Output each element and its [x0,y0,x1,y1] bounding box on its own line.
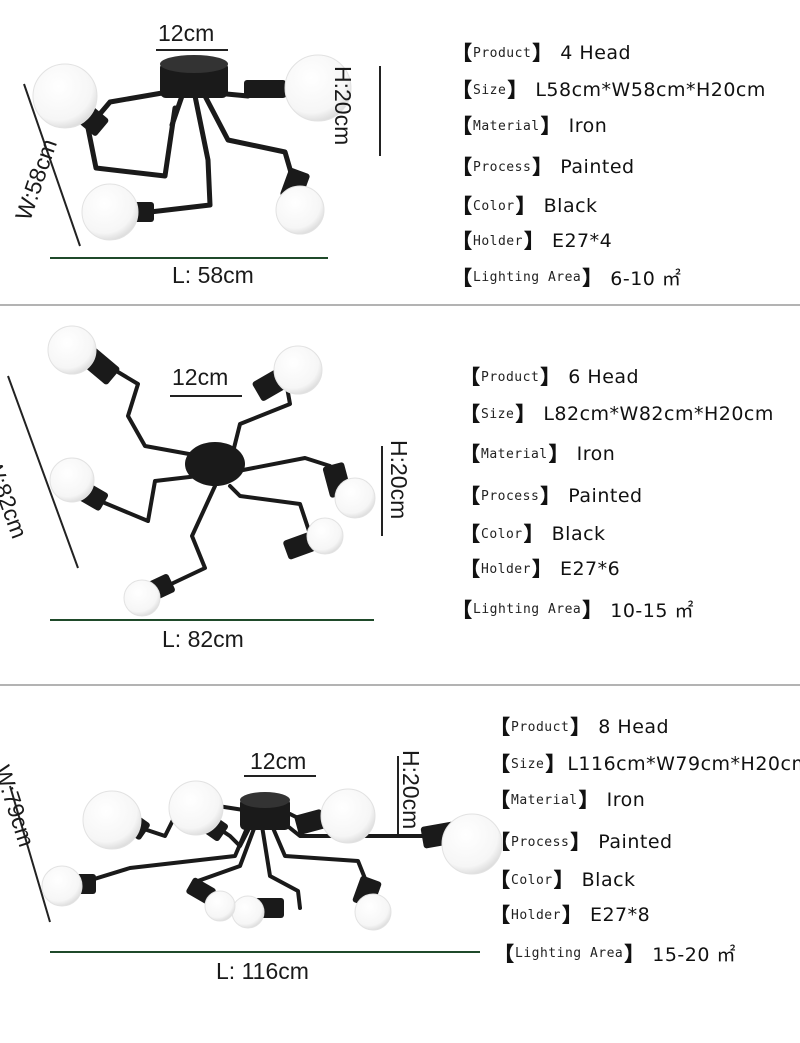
spec-row-lighting-area: 【Lighting Area】15-20 ㎡ [494,941,736,967]
spec-key: Size [511,756,545,772]
spec-value: 8 Head [598,716,670,738]
spec-key: Lighting Area [515,946,624,961]
spec-key: Color [473,198,515,214]
spec-row-process: 【Process】Painted [490,830,673,854]
length-label: L: 82cm [162,626,244,652]
spec-key: Size [473,82,507,98]
spec-value: 10-15 ㎡ [610,600,694,622]
spec-row-material: 【Material】Iron [490,788,646,812]
spec-key: Product [481,369,540,385]
spec-row-material: 【Material】Iron [460,442,616,466]
spec-row-holder: 【Holder】E27*6 [460,557,621,581]
spec-value: Painted [560,156,635,178]
top-diameter-label: 12cm [172,364,229,390]
section-divider [0,304,800,306]
spec-value: 6 Head [568,366,640,388]
spec-value: E27*4 [551,230,613,252]
spec-value: 15-20 ㎡ [652,944,736,966]
spec-row-color: 【Color】Black [490,868,636,892]
product-panel-4-head: 12cm H:20cm W:58cm L: 58cm 【Product】4 He… [0,0,800,305]
spec-value: Painted [568,485,643,507]
spec-row-lighting-area: 【Lighting Area】10-15 ㎡ [452,597,694,623]
spec-key: Material [473,118,540,134]
spec-key: Product [511,719,570,735]
product-panel-8-head: 12cm H:20cm W:79cm L: 116cm 【Product】8 H… [0,686,800,1043]
spec-row-holder: 【Holder】E27*8 [490,903,651,927]
spec-value: Iron [606,789,646,811]
spec-value: L82cm*W82cm*H20cm [543,403,774,425]
spec-key: Holder [511,907,561,923]
length-label: L: 116cm [216,958,309,984]
spec-key: Material [481,446,548,462]
section-divider [0,684,800,686]
spec-value: Iron [568,115,608,137]
spec-row-material: 【Material】Iron [452,114,608,138]
spec-value: L58cm*W58cm*H20cm [535,79,766,101]
height-label: H:20cm [330,66,356,146]
spec-key: Color [511,872,553,888]
spec-value: L116cm*W79cm*H20cm [567,753,800,775]
spec-key: Lighting Area [473,602,582,617]
spec-value: Black [551,523,606,545]
spec-row-lighting-area: 【Lighting Area】6-10 ㎡ [452,265,682,291]
length-label: L: 58cm [172,262,254,288]
spec-key: Process [481,488,540,504]
spec-value: E27*6 [559,558,621,580]
spec-key: Material [511,792,578,808]
spec-row-size: 【Size】L82cm*W82cm*H20cm [460,402,774,426]
spec-row-color: 【Color】Black [460,522,606,546]
top-diameter-label: 12cm [158,20,215,46]
spec-key: Color [481,526,523,542]
spec-value: 4 Head [560,42,632,64]
spec-key: Size [481,406,515,422]
spec-row-size: 【Size】L58cm*W58cm*H20cm [452,78,766,102]
height-label: H:20cm [398,750,424,830]
lamp-diagram-8-head [9,756,503,953]
spec-value: Painted [598,831,673,853]
spec-key: Holder [481,561,531,577]
lamp-diagram-6-head [7,325,383,621]
top-diameter-label: 12cm [250,748,307,774]
lamp-diagram-4-head [23,49,381,259]
spec-key: Product [473,45,532,61]
spec-key: Process [511,834,570,850]
spec-row-product: 【Product】8 Head [490,715,670,739]
spec-row-process: 【Process】Painted [460,484,643,508]
product-panel-6-head: 12cm H:20cm W:82cm L: 82cm 【Product】6 He… [0,306,800,684]
spec-row-holder: 【Holder】E27*4 [452,229,613,253]
spec-row-size: 【Size】L116cm*W79cm*H20cm [490,753,800,775]
spec-key: Holder [473,233,523,249]
spec-value: Black [543,195,598,217]
spec-value: Black [581,869,636,891]
spec-value: E27*8 [589,904,651,926]
height-label: H:20cm [386,440,412,520]
spec-row-color: 【Color】Black [452,194,598,218]
spec-row-product: 【Product】4 Head [452,41,632,65]
spec-row-product: 【Product】6 Head [460,365,640,389]
spec-key: Lighting Area [473,270,582,285]
spec-value: 6-10 ㎡ [610,268,682,290]
spec-key: Process [473,159,532,175]
spec-value: Iron [576,443,616,465]
spec-row-process: 【Process】Painted [452,155,635,179]
